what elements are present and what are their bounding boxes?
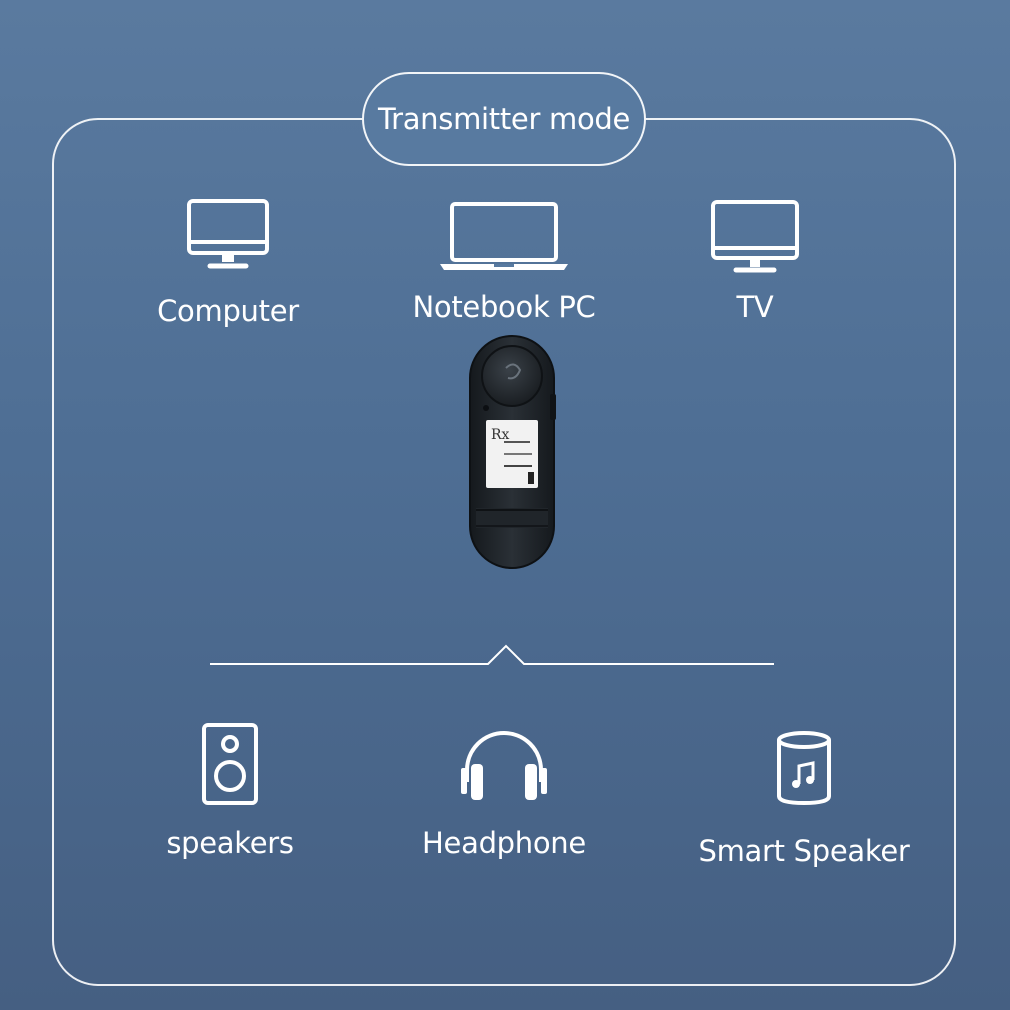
mode-title-pill: Transmitter mode [362,72,646,166]
source-label: TV [736,290,774,324]
output-speakers: speakers [150,722,310,860]
mode-title: Transmitter mode [377,102,631,136]
speaker-box-icon [202,723,258,805]
output-label: Smart Speaker [698,834,910,868]
output-label: Headphone [422,826,586,860]
headphone-icon [461,731,547,800]
source-computer: Computer [148,198,308,328]
output-label: speakers [166,826,294,860]
output-smart-speaker: Smart Speaker [694,730,914,868]
source-label: Notebook PC [412,290,596,324]
device-screen-text: Rx [491,427,510,443]
source-tv: TV [680,198,830,324]
output-headphone: Headphone [404,726,604,860]
smart-speaker-icon [777,731,831,806]
desktop-monitor-icon [187,199,269,269]
source-notebook: Notebook PC [404,200,604,324]
divider-line [210,644,774,665]
source-label: Computer [157,294,299,328]
bluetooth-transmitter-device: Rx [469,335,556,569]
laptop-icon [440,202,568,270]
tv-icon [711,200,799,273]
